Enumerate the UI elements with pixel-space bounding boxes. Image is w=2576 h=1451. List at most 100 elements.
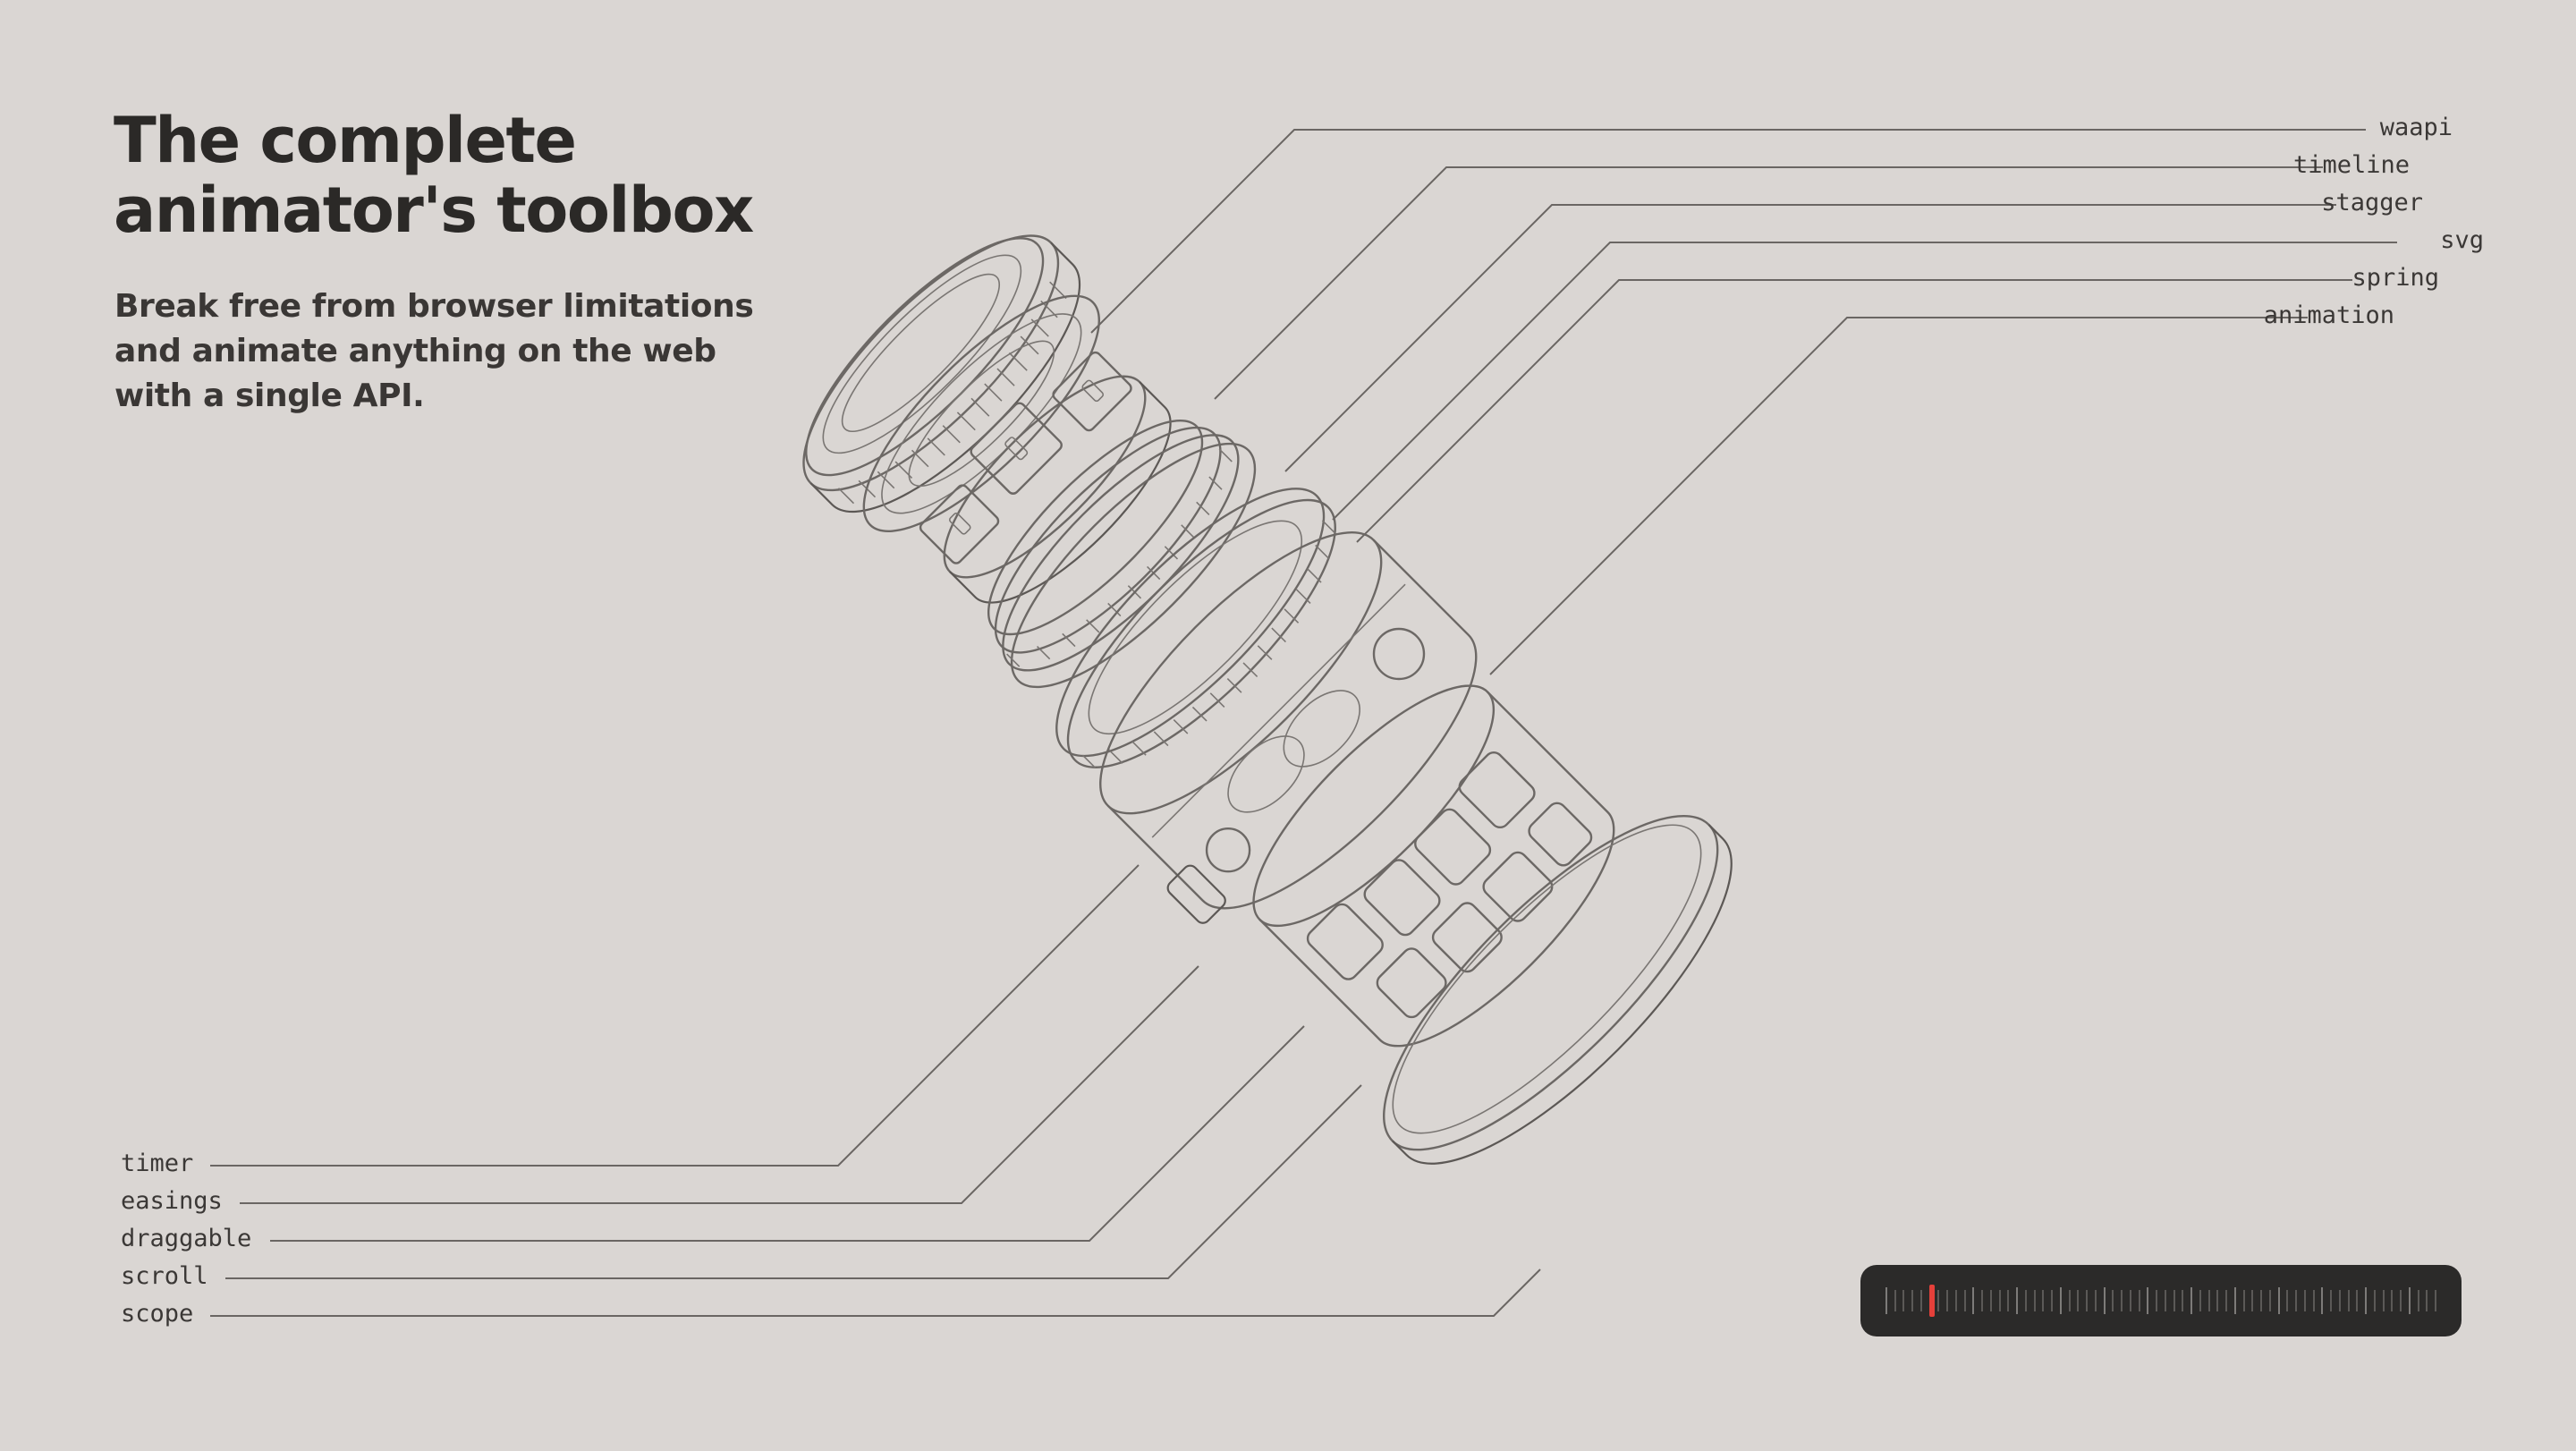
hero-subtitle-line-2: and animate anything on the web bbox=[114, 333, 716, 369]
scrubber-tick bbox=[2147, 1287, 2148, 1314]
scrubber-tick bbox=[1972, 1287, 1974, 1314]
scrubber-tick bbox=[2139, 1290, 2140, 1311]
scrubber-tick bbox=[2208, 1290, 2210, 1311]
label-animation[interactable]: animation bbox=[2263, 301, 2394, 329]
scrubber-tick bbox=[2034, 1290, 2036, 1311]
label-scroll[interactable]: scroll bbox=[121, 1262, 208, 1290]
scrubber-tick bbox=[2339, 1290, 2341, 1311]
scrubber-tick bbox=[2313, 1290, 2315, 1311]
hero-title-line-2: animator's toolbox bbox=[114, 174, 754, 247]
part-cap bbox=[802, 234, 1081, 513]
scrubber-tick bbox=[2260, 1290, 2262, 1311]
leader-line-animation bbox=[1489, 317, 2308, 675]
scrubber-tick bbox=[1990, 1290, 1992, 1311]
hero-subtitle: Break free from browser limitations and … bbox=[114, 284, 758, 419]
scrubber-tick bbox=[2174, 1290, 2175, 1311]
label-timer[interactable]: timer bbox=[121, 1150, 194, 1177]
leader-line-easings bbox=[240, 965, 1199, 1204]
hero-subtitle-line-3: with a single API. bbox=[114, 378, 425, 414]
scrubber-tick bbox=[2156, 1290, 2157, 1311]
scrubber-tick bbox=[2130, 1290, 2131, 1311]
scrubber-tick bbox=[2409, 1287, 2411, 1314]
scrubber-tick bbox=[2007, 1290, 2009, 1311]
part-gear-ring bbox=[1055, 488, 1337, 768]
scrubber-tick bbox=[2321, 1287, 2323, 1314]
scrubber-tick bbox=[2077, 1290, 2079, 1311]
label-stagger[interactable]: stagger bbox=[2321, 189, 2423, 216]
scrubber-tick bbox=[1894, 1290, 1896, 1311]
leader-line-scroll bbox=[225, 1084, 1362, 1279]
leader-line-spring bbox=[1356, 279, 2352, 543]
scrubber-tick bbox=[2374, 1290, 2376, 1311]
scrubber-tick bbox=[1964, 1290, 1966, 1311]
scrubber-tick bbox=[2295, 1290, 2297, 1311]
leader-line-timeline bbox=[1214, 166, 2323, 400]
label-easings[interactable]: easings bbox=[121, 1187, 223, 1215]
label-scope[interactable]: scope bbox=[121, 1300, 194, 1328]
label-waapi[interactable]: waapi bbox=[2379, 114, 2453, 141]
scrubber-tick bbox=[2069, 1290, 2071, 1311]
scrubber-tick bbox=[2112, 1290, 2114, 1311]
scrubber-tick bbox=[2286, 1290, 2288, 1311]
scrubber-tick bbox=[2243, 1290, 2245, 1311]
scrubber-tick bbox=[2435, 1290, 2436, 1311]
hero-title: The complete animator's toolbox bbox=[114, 106, 793, 245]
scrubber-ticks bbox=[1885, 1286, 2436, 1315]
scrubber-tick bbox=[2104, 1287, 2106, 1314]
scrubber-tick bbox=[2182, 1290, 2183, 1311]
scrubber-tick bbox=[2216, 1290, 2218, 1311]
hero-title-line-1: The complete bbox=[114, 104, 577, 177]
scrubber-tick bbox=[2086, 1290, 2088, 1311]
part-discs bbox=[987, 419, 1257, 689]
scrubber-tick bbox=[2391, 1290, 2393, 1311]
part-main-body bbox=[1099, 531, 1478, 924]
scrubber-tick bbox=[2426, 1290, 2428, 1311]
scrubber-tick bbox=[1999, 1290, 2001, 1311]
scrubber-tick bbox=[2225, 1290, 2227, 1311]
part-sockets bbox=[919, 351, 1172, 604]
label-spring[interactable]: spring bbox=[2351, 264, 2439, 292]
scrubber-tick bbox=[2251, 1290, 2253, 1311]
scrubber-tick bbox=[2330, 1290, 2332, 1311]
timeline-scrubber[interactable] bbox=[1860, 1265, 2462, 1336]
leader-lines-right bbox=[1090, 129, 2397, 675]
scrubber-tick bbox=[1885, 1287, 1887, 1314]
leader-line-draggable bbox=[270, 1025, 1305, 1242]
leader-line-waapi bbox=[1090, 129, 2366, 334]
scrubber-tick bbox=[2051, 1290, 2053, 1311]
leader-lines-left bbox=[210, 864, 1541, 1317]
scrubber-tick bbox=[2400, 1290, 2402, 1311]
hero-subtitle-line-1: Break free from browser limitations bbox=[114, 288, 754, 325]
scrubber-tick bbox=[2278, 1287, 2280, 1314]
label-draggable[interactable]: draggable bbox=[121, 1225, 252, 1252]
leader-line-scope bbox=[210, 1269, 1541, 1317]
scrubber-tick bbox=[2190, 1287, 2192, 1314]
scrubber-tick bbox=[1920, 1290, 1922, 1311]
scrubber-tick bbox=[2042, 1290, 2044, 1311]
part-base bbox=[1383, 815, 1733, 1165]
scrubber-tick bbox=[2165, 1290, 2166, 1311]
scrubber-tick bbox=[2418, 1290, 2419, 1311]
scrubber-playhead[interactable] bbox=[1929, 1285, 1935, 1317]
scrubber-tick bbox=[1911, 1290, 1913, 1311]
label-timeline[interactable]: timeline bbox=[2292, 151, 2410, 179]
toolbox-parts bbox=[802, 234, 1733, 1165]
scrubber-tick bbox=[2234, 1287, 2236, 1314]
leader-line-stagger bbox=[1284, 204, 2336, 472]
scrubber-tick bbox=[2365, 1287, 2367, 1314]
leader-line-svg bbox=[1332, 242, 2397, 521]
scrubber-tick bbox=[1981, 1290, 1983, 1311]
scrubber-tick bbox=[1946, 1290, 1948, 1311]
scrubber-tick bbox=[2199, 1290, 2201, 1311]
scrubber-tick bbox=[2121, 1290, 2123, 1311]
label-svg[interactable]: svg bbox=[2440, 226, 2484, 254]
scrubber-tick bbox=[2304, 1290, 2306, 1311]
scrubber-tick bbox=[2269, 1290, 2271, 1311]
scrubber-tick bbox=[2348, 1290, 2350, 1311]
scrubber-tick bbox=[2016, 1287, 2018, 1314]
scrubber-tick bbox=[2383, 1290, 2385, 1311]
leader-line-timer bbox=[210, 864, 1140, 1167]
scrubber-tick bbox=[1937, 1290, 1939, 1311]
scrubber-tick bbox=[2025, 1290, 2027, 1311]
